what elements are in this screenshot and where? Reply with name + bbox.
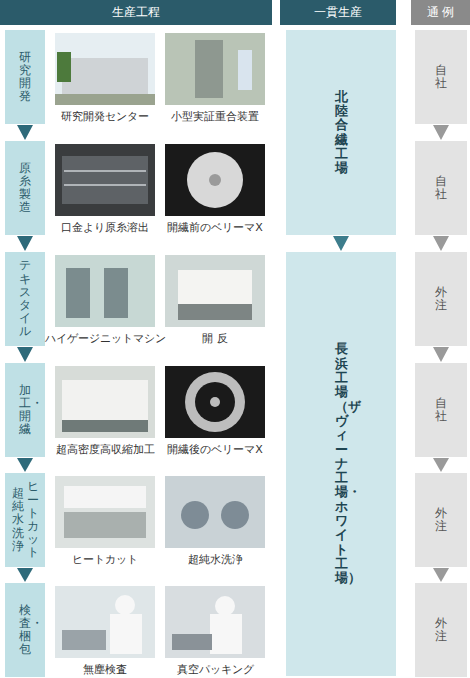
stage-box: 研究開発: [5, 30, 45, 124]
vertical-label: 外注: [435, 507, 447, 533]
arrow-head: [17, 236, 33, 251]
sourcing-box: 自社: [415, 363, 467, 457]
photo-caption: 開繊前のベリーマX: [165, 220, 265, 235]
vertical-label: 自社: [435, 175, 447, 201]
photo-caption: 真空パッキング: [165, 662, 265, 677]
photo: [55, 476, 155, 548]
vertical-label: 検査・梱包: [19, 604, 31, 657]
photo: [55, 586, 155, 658]
flow-arrow: [333, 236, 349, 251]
vertical-label: 加工・開繊: [19, 384, 31, 437]
flow-arrow: [17, 125, 33, 140]
flow-arrow: [17, 458, 33, 472]
flow-arrow: [17, 568, 33, 582]
photo: [55, 144, 155, 216]
photo-caption: 小型実証重合装置: [165, 109, 265, 124]
photo-caption: 口金より原糸溶出: [55, 220, 155, 235]
arrow-head: [333, 236, 349, 251]
arrow-head: [17, 125, 33, 140]
photo-caption: 超高密度高収縮加工: [55, 442, 155, 457]
flow-arrow: [433, 458, 449, 472]
plant-box: 北陸合繊工場: [286, 30, 396, 235]
flow-arrow: [433, 125, 449, 140]
photo-caption: 超純水洗浄: [165, 552, 265, 567]
vertical-label: ヒートカット: [27, 480, 39, 559]
vertical-label: 自社: [435, 64, 447, 90]
photo: [55, 366, 155, 438]
arrow-head: [433, 236, 449, 251]
stage-box: 加工・開繊: [5, 363, 45, 457]
arrow-head: [17, 458, 33, 472]
sourcing-box: 外注: [415, 252, 467, 346]
sourcing-box: 自社: [415, 30, 467, 124]
column-header: 生産工程: [0, 0, 272, 25]
vertical-label: 自社: [435, 397, 447, 423]
vertical-label: 原糸製造: [19, 162, 31, 215]
vertical-label: テキスタイル: [19, 259, 31, 338]
photo: [165, 366, 265, 438]
column-header: 通 例: [411, 0, 470, 25]
column-header: 一貫生産: [280, 0, 396, 25]
photo: [165, 255, 265, 327]
photo: [55, 255, 155, 327]
flow-arrow: [17, 236, 33, 251]
vertical-label: 外注: [435, 286, 447, 312]
header-label: 通 例: [427, 4, 455, 21]
vertical-label: 北陸合繊工場: [335, 90, 348, 176]
flow-arrow: [17, 347, 33, 362]
photo-caption: 無塵検査: [55, 662, 155, 677]
photo-caption: ハイゲージニットマシン: [45, 331, 166, 346]
stage-box: 検査・梱包: [5, 583, 45, 677]
photo-caption: ヒートカット: [55, 552, 155, 567]
arrow-head: [433, 347, 449, 362]
sourcing-box: 自社: [415, 141, 467, 235]
header-label: 生産工程: [112, 4, 160, 21]
stage-box: ヒートカット超純水洗浄: [5, 473, 45, 567]
sourcing-box: 外注: [415, 583, 467, 677]
photo: [165, 476, 265, 548]
stage-box: 原糸製造: [5, 141, 45, 235]
vertical-label: 超純水洗浄: [12, 487, 24, 553]
photo: [165, 586, 265, 658]
flow-arrow: [433, 236, 449, 251]
flow-arrow: [433, 347, 449, 362]
vertical-label: 研究開発: [19, 51, 31, 104]
arrow-head: [17, 568, 33, 582]
arrow-head: [17, 347, 33, 362]
sourcing-box: 外注: [415, 473, 467, 567]
photo-caption: 開繊後のベリーマX: [165, 442, 265, 457]
photo-caption: 研究開発センター: [55, 109, 155, 124]
arrow-head: [433, 458, 449, 472]
vertical-label: 外注: [435, 617, 447, 643]
header-label: 一貫生産: [314, 4, 362, 21]
stage-box: テキスタイル: [5, 252, 45, 346]
flow-arrow: [433, 568, 449, 582]
photo: [55, 33, 155, 105]
plant-box: 長浜工場（ザヴィーナ工場・ホワイト工場）: [286, 252, 396, 676]
photo: [165, 144, 265, 216]
vertical-label: 長浜工場（ザヴィーナ工場・ホワイト工場）: [335, 342, 348, 585]
photo: [165, 33, 265, 105]
arrow-head: [433, 568, 449, 582]
photo-caption: 開 反: [165, 331, 265, 346]
arrow-head: [433, 125, 449, 140]
